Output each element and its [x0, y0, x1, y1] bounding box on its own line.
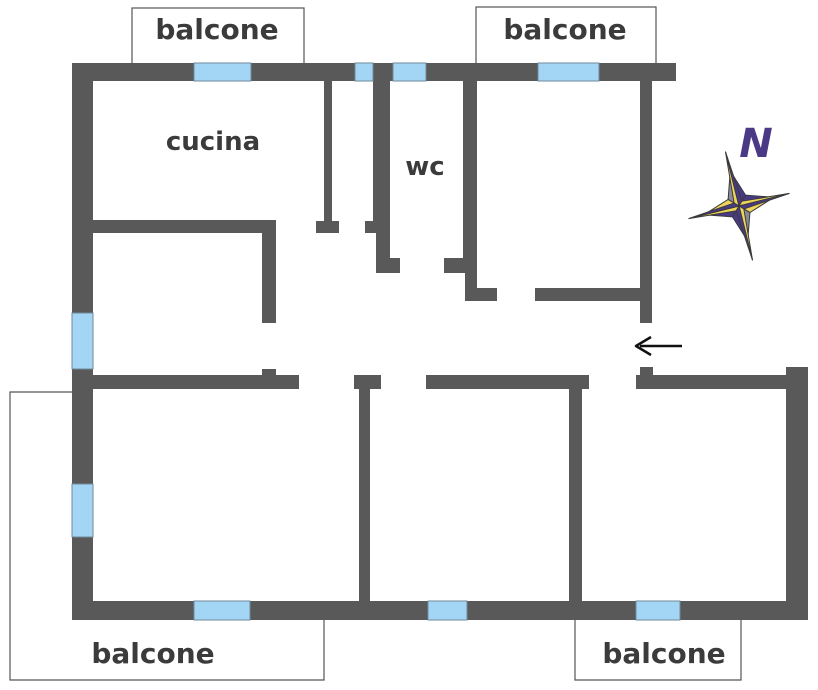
- window: [193, 62, 252, 82]
- kitchen-right-wall: [262, 220, 276, 323]
- window: [635, 600, 681, 621]
- corridor-wall-2: [354, 375, 381, 389]
- kitchen-east-wall: [324, 81, 332, 223]
- ne-room-east-wall: [640, 81, 652, 323]
- south-partition-1: [359, 389, 370, 603]
- corridor-wall-1-jamb: [262, 369, 276, 377]
- corridor-wall-1: [93, 375, 299, 389]
- window: [354, 62, 374, 82]
- east-room-jamb: [640, 367, 653, 389]
- window: [427, 600, 468, 621]
- balcony-bottom-left: [9, 391, 325, 681]
- south-partition-2: [569, 389, 582, 603]
- kitchen-east-stub: [316, 221, 339, 233]
- window: [71, 312, 94, 370]
- compass-rose-icon: [688, 151, 790, 261]
- windows: [71, 62, 681, 621]
- window: [537, 62, 600, 82]
- ne-room-west-foot: [465, 288, 497, 301]
- wc-inner-foot: [376, 258, 400, 273]
- window: [71, 483, 94, 538]
- balcony-label-bottom-left: balcone: [91, 637, 214, 670]
- balcony-label-top-right: balcone: [503, 13, 626, 46]
- balcony-label-top-left: balcone: [155, 13, 278, 46]
- east-room-top-wall: [636, 375, 808, 389]
- ne-room-west-wall: [465, 81, 477, 300]
- kitchen-label: cucina: [166, 127, 260, 157]
- outer-wall-right: [786, 367, 808, 620]
- kitchen-bottom-wall: [93, 220, 276, 233]
- north-label: N: [739, 121, 772, 167]
- arrow-left-icon: [634, 335, 682, 357]
- balcony-label-bottom-right: balcone: [602, 637, 725, 670]
- window: [193, 600, 251, 621]
- wc-label: wc: [405, 152, 444, 182]
- wc-inner-wall: [376, 81, 390, 273]
- window: [392, 62, 427, 82]
- ne-room-bottom-wall: [535, 288, 652, 301]
- corridor-wall-3: [426, 375, 589, 389]
- balcony-bottom-right: [574, 620, 742, 681]
